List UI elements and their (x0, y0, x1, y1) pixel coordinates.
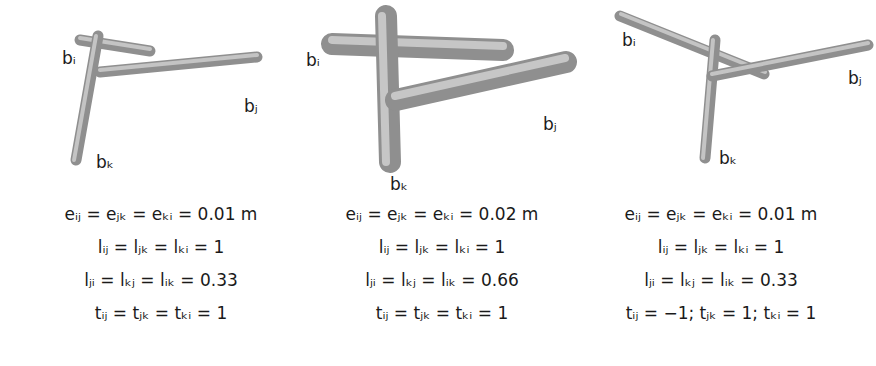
rod-label: bⱼ (848, 68, 862, 88)
equation: lᵢⱼ = lⱼₖ = lₖᵢ = 1 (379, 237, 506, 257)
equation: eᵢⱼ = eⱼₖ = eₖᵢ = 0.01 m (625, 204, 818, 224)
equation: eᵢⱼ = eⱼₖ = eₖᵢ = 0.01 m (65, 204, 258, 224)
rod-label: bⱼ (244, 96, 258, 116)
rod-label: bₖ (390, 174, 408, 194)
rod-label: bᵢ (622, 30, 636, 50)
equation: lⱼᵢ = lₖⱼ = lᵢₖ = 0.66 (365, 270, 519, 290)
rod-label: bᵢ (62, 48, 76, 68)
equation: eᵢⱼ = eⱼₖ = eₖᵢ = 0.02 m (346, 204, 539, 224)
rod-label: bⱼ (543, 114, 557, 134)
equation: tᵢⱼ = tⱼₖ = tₖᵢ = 1 (376, 303, 508, 323)
equation: lᵢⱼ = lⱼₖ = lₖᵢ = 1 (658, 237, 785, 257)
rods-panel-3 (620, 14, 868, 158)
rod-label: bₖ (96, 152, 114, 172)
equation: tᵢⱼ = tⱼₖ = tₖᵢ = 1 (95, 303, 227, 323)
equation: lᵢⱼ = lⱼₖ = lₖᵢ = 1 (98, 237, 225, 257)
equation: lⱼᵢ = lₖⱼ = lᵢₖ = 0.33 (644, 270, 798, 290)
rod-label: bₖ (719, 148, 737, 168)
equation: tᵢⱼ = −1; tⱼₖ = 1; tₖᵢ = 1 (626, 303, 817, 323)
rods-panel-2 (332, 16, 566, 162)
equation: lⱼᵢ = lₖⱼ = lᵢₖ = 0.33 (84, 270, 238, 290)
rods-panel-1 (74, 36, 257, 160)
rod-label: bᵢ (306, 50, 320, 70)
